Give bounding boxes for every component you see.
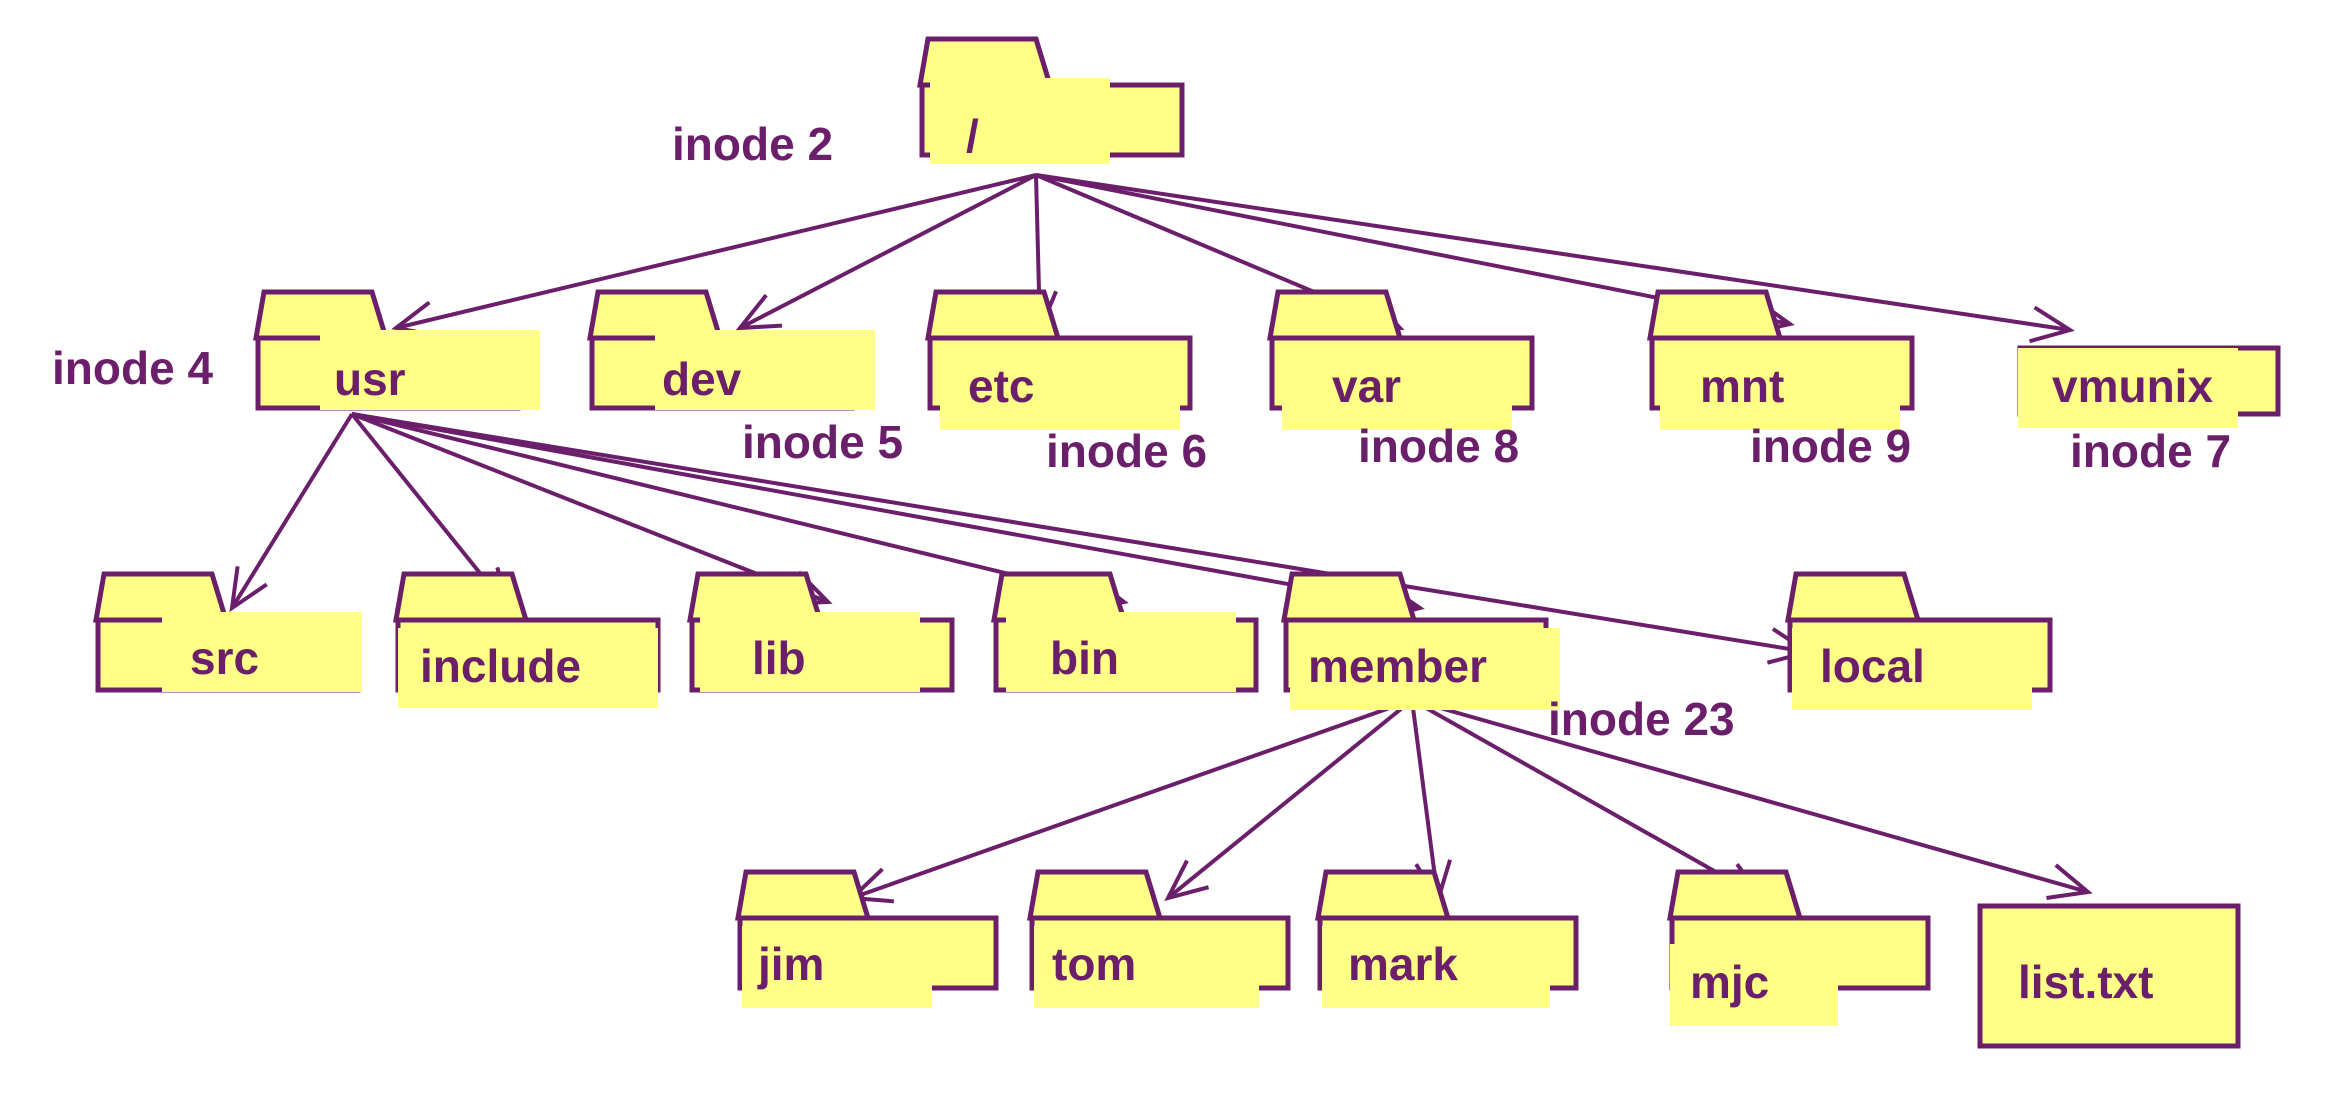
- node-var[interactable]: var: [1267, 289, 1535, 430]
- node-include[interactable]: include: [393, 571, 661, 708]
- node-label: mnt: [1700, 360, 1784, 412]
- node-jim[interactable]: jim: [735, 869, 999, 1008]
- folder-tab-icon: [1667, 869, 1804, 921]
- node-label: mjc: [1690, 956, 1769, 1008]
- label-highlight: [1282, 350, 1512, 430]
- node-label: jim: [757, 938, 824, 990]
- node-mnt[interactable]: mnt: [1647, 289, 1915, 430]
- edge-line: [1410, 699, 1440, 901]
- node-label: member: [1308, 640, 1487, 692]
- label-highlight: [1322, 926, 1550, 1008]
- annotation-inode-8: inode 8: [1358, 420, 1519, 472]
- annotation-inode-4: inode 4: [52, 342, 213, 394]
- node-tom[interactable]: tom: [1027, 869, 1291, 1008]
- node-mark[interactable]: mark: [1315, 869, 1579, 1008]
- node-vmunix[interactable]: vmunix: [2017, 345, 2281, 428]
- label-highlight: [1670, 944, 1838, 1026]
- node-label: include: [420, 640, 581, 692]
- annotation-inode-2: inode 2: [672, 118, 833, 170]
- folder-tab-icon: [1647, 289, 1784, 341]
- label-highlight: [1290, 628, 1560, 710]
- node-bin[interactable]: bin: [991, 571, 1259, 693]
- edge-usr-to-src: [229, 412, 354, 613]
- edge-arrowhead: [2046, 863, 2093, 900]
- edge-line: [1035, 173, 2071, 332]
- annotation-inode-7: inode 7: [2070, 425, 2231, 477]
- edge-line: [230, 412, 354, 610]
- label-highlight: [1034, 926, 1259, 1008]
- node-label: /: [966, 110, 979, 162]
- folder-tab-icon: [1281, 571, 1418, 623]
- node-lib[interactable]: lib: [687, 571, 955, 693]
- edge-arrowhead: [2028, 305, 2075, 344]
- folder-tab-icon: [1315, 869, 1452, 921]
- label-highlight: [1006, 612, 1236, 692]
- label-highlight: [398, 628, 658, 708]
- node-label: var: [1332, 360, 1401, 412]
- edge-line: [1166, 698, 1414, 900]
- node-label: tom: [1052, 938, 1136, 990]
- edge-line: [1411, 698, 1763, 900]
- edge-root-to-dev: [735, 173, 1037, 331]
- node-label: mark: [1348, 938, 1458, 990]
- node-label: list.txt: [2018, 956, 2153, 1008]
- label-highlight: [2018, 348, 2238, 428]
- file-body-icon: [1977, 903, 2241, 1049]
- label-highlight: [930, 78, 1110, 164]
- node-root[interactable]: /: [917, 36, 1185, 164]
- annotation-inode-23: inode 23: [1548, 693, 1735, 745]
- annotation-inode-6: inode 6: [1046, 425, 1207, 477]
- label-highlight: [1792, 628, 2032, 710]
- annotation-inode-9: inode 9: [1750, 420, 1911, 472]
- edge-line: [1411, 698, 2089, 894]
- edge-line: [851, 698, 1413, 900]
- label-highlight: [940, 350, 1180, 430]
- label-highlight: [162, 612, 362, 692]
- node-label: lib: [752, 632, 806, 684]
- folder-tab-icon: [925, 289, 1062, 341]
- edge-arrowhead: [1164, 859, 1210, 902]
- edge-line: [351, 412, 829, 604]
- label-highlight: [1660, 350, 1900, 430]
- edge-line: [351, 412, 1421, 610]
- node-mjc[interactable]: mjc: [1667, 869, 1931, 1026]
- node-local[interactable]: local: [1785, 571, 2053, 710]
- node-label: dev: [662, 353, 742, 405]
- folder-tab-icon: [1027, 869, 1164, 921]
- node-label: usr: [334, 353, 406, 405]
- edge-line: [351, 412, 1125, 604]
- annotation-inode-5: inode 5: [742, 416, 903, 468]
- node-listtxt[interactable]: list.txt: [1977, 903, 2241, 1049]
- folder-tab-icon: [1785, 571, 1922, 623]
- edge-line: [395, 173, 1037, 330]
- edge-arrowhead: [735, 293, 783, 331]
- folder-tab-icon: [1267, 289, 1404, 341]
- label-highlight: [742, 926, 932, 1008]
- label-highlight: [700, 612, 920, 692]
- node-label: bin: [1050, 632, 1119, 684]
- node-usr[interactable]: usr: [253, 289, 540, 411]
- node-dev[interactable]: dev: [587, 289, 875, 411]
- node-member[interactable]: member: [1281, 571, 1560, 710]
- edge-member-to-listtxt: [1411, 698, 2093, 900]
- edge-arrowhead: [229, 566, 268, 613]
- node-src[interactable]: src: [93, 571, 362, 693]
- node-label: local: [1820, 640, 1925, 692]
- folder-tab-icon: [393, 571, 530, 623]
- node-label: vmunix: [2052, 360, 2213, 412]
- label-highlight: [320, 330, 540, 410]
- edge-line: [351, 412, 1809, 654]
- folder-tab-icon: [735, 869, 872, 921]
- node-label: src: [190, 632, 259, 684]
- edge-root-to-vmunix: [1035, 173, 2075, 344]
- node-label: etc: [968, 360, 1034, 412]
- label-highlight: [655, 330, 875, 410]
- edge-member-to-tom: [1164, 698, 1414, 902]
- edge-line: [739, 173, 1037, 330]
- node-etc[interactable]: etc: [925, 289, 1193, 430]
